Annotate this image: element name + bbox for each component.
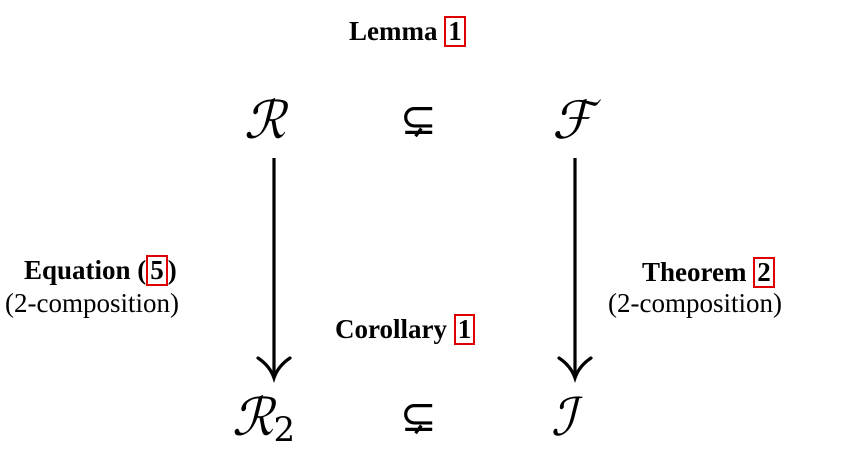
theorem-label: Theorem 2 xyxy=(642,257,775,288)
corollary-text: Corollary xyxy=(335,314,447,344)
right-down-arrow xyxy=(557,158,593,384)
equation-ref-box[interactable]: 5 xyxy=(146,255,168,286)
lemma-text: Lemma xyxy=(349,16,438,46)
theorem-ref-box[interactable]: 2 xyxy=(753,257,775,288)
equation-prefix: Equation ( xyxy=(24,255,147,285)
set-i-symbol: ℐ xyxy=(551,388,576,448)
left-down-arrow xyxy=(256,158,292,384)
set-r2-base: ℛ xyxy=(232,388,274,448)
corollary-ref-box[interactable]: 1 xyxy=(453,314,476,345)
set-r-symbol: ℛ xyxy=(244,91,286,151)
equation-label: Equation (5) xyxy=(24,255,177,286)
subsetneq-top-symbol: ⊊ xyxy=(400,94,437,145)
set-r2-symbol: ℛ2 xyxy=(232,392,295,447)
equation-suffix: ) xyxy=(167,255,177,285)
corollary-label: Corollary 1 xyxy=(335,314,476,345)
set-r2-index: 2 xyxy=(273,410,296,450)
lemma-ref-box[interactable]: 1 xyxy=(444,16,466,47)
lemma-label: Lemma 1 xyxy=(349,16,466,47)
theorem-text: Theorem xyxy=(642,257,747,287)
right-composition-note: (2-composition) xyxy=(608,288,782,318)
left-composition-note: (2-composition) xyxy=(5,288,179,318)
set-f-symbol: ℱ xyxy=(552,91,593,151)
subsetneq-bottom-symbol: ⊊ xyxy=(400,391,437,442)
